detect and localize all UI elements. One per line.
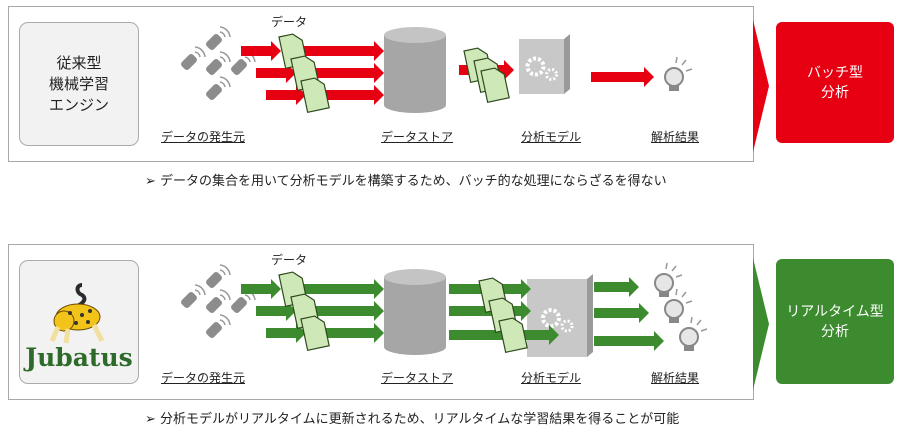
light-rays xyxy=(675,288,693,304)
realtime-analysis-box: リアルタイム型 分析 xyxy=(776,259,894,384)
wireless-signal-icon xyxy=(219,76,231,88)
lightbulb-icon xyxy=(664,67,684,87)
chevron-right-icon xyxy=(753,20,769,152)
wireless-signal-icon xyxy=(219,289,231,301)
data-store-label: データストア xyxy=(381,130,454,144)
wireless-signal-icon xyxy=(219,51,231,63)
data-store-label: データストア xyxy=(381,371,454,385)
gear-icon xyxy=(560,319,574,333)
data-document-icon xyxy=(480,67,510,104)
sensor-device-icon xyxy=(206,34,222,50)
data-document-icon xyxy=(300,315,330,352)
sensor-device-icon xyxy=(181,54,197,70)
arrow xyxy=(266,85,306,105)
sensor-device-icon xyxy=(206,84,222,100)
data-label: データ xyxy=(271,15,308,29)
lightbulb-base xyxy=(669,317,679,323)
jubatus-cheetah-logo xyxy=(49,282,105,343)
gear-icon xyxy=(541,308,561,328)
arrow xyxy=(241,41,281,61)
wireless-signal-icon xyxy=(194,46,206,58)
jubatus-logo-box: Jubatus xyxy=(19,260,139,384)
analysis-model-label: 分析モデル xyxy=(521,130,582,144)
realtime-caption: ➢ 分析モデルがリアルタイムに更新されるため、リアルタイムな学習結果を得ることが… xyxy=(145,412,680,427)
sensor-device-icon xyxy=(206,272,222,288)
wireless-signal-icon xyxy=(194,284,206,296)
lightbulb-base xyxy=(684,345,694,351)
lightbulb-base xyxy=(659,291,669,297)
wireless-signal-icon xyxy=(219,264,231,276)
arrow xyxy=(594,303,649,323)
data-store-cylinder xyxy=(384,35,446,105)
lightbulb-icon xyxy=(654,273,674,293)
cylinder-top xyxy=(384,269,446,285)
arrow xyxy=(309,63,384,83)
sensor-device-icon xyxy=(206,322,222,338)
cylinder-top xyxy=(384,27,446,43)
jubatus-logo-text: Jubatus xyxy=(25,342,133,372)
arrow xyxy=(319,85,384,105)
model-box-side xyxy=(564,34,570,94)
gear-icon xyxy=(545,68,558,81)
light-rays xyxy=(690,316,708,332)
data-label: データ xyxy=(271,253,308,267)
arrow xyxy=(594,277,639,297)
batch-analysis-box: バッチ型 分析 xyxy=(776,22,894,143)
arrow xyxy=(594,331,664,351)
sensor-device-icon xyxy=(206,59,222,75)
lightbulb-icon xyxy=(664,299,684,319)
cylinder-bottom xyxy=(384,97,446,113)
analysis-result-label: 解析結果 xyxy=(651,130,700,144)
batch-panel: 従来型 機械学習 エンジン データ データの発生元 データストア 分析モデル 解… xyxy=(8,6,754,162)
analysis-model-label: 分析モデル xyxy=(521,371,582,385)
sensor-device-icon xyxy=(206,297,222,313)
batch-caption: ➢ データの集合を用いて分析モデルを構築するため、バッチ的な処理にならざるを得な… xyxy=(145,174,667,189)
arrow xyxy=(309,301,384,321)
lightbulb-base xyxy=(669,85,679,91)
arrow xyxy=(241,279,281,299)
gear-icon xyxy=(525,56,546,77)
sensor-device-icon xyxy=(231,59,247,75)
data-source-label: データの発生元 xyxy=(161,130,246,144)
batch-flow-graphic xyxy=(181,26,693,114)
arrow xyxy=(319,323,384,343)
data-store-cylinder xyxy=(384,277,446,347)
wireless-signal-icon xyxy=(219,26,231,38)
arrow xyxy=(591,67,654,87)
data-document-icon xyxy=(300,77,330,114)
realtime-panel: Jubatus データ データの発生元 データストア 分析モデル 解析結果 xyxy=(8,244,754,400)
cylinder-bottom xyxy=(384,339,446,355)
conventional-engine-box: 従来型 機械学習 エンジン xyxy=(19,22,139,146)
lightbulb-icon xyxy=(679,327,699,347)
analysis-result-label: 解析結果 xyxy=(651,371,700,385)
model-box-side xyxy=(587,274,593,357)
wireless-signal-icon xyxy=(219,314,231,326)
light-rays xyxy=(675,56,693,72)
data-document-icon xyxy=(498,317,528,354)
chevron-right-icon xyxy=(753,258,769,390)
arrow xyxy=(294,279,384,299)
arrow xyxy=(266,323,306,343)
realtime-flow-graphic xyxy=(181,262,708,357)
sensor-device-icon xyxy=(231,297,247,313)
arrow xyxy=(294,41,384,61)
light-rays xyxy=(665,262,683,278)
sensor-device-icon xyxy=(181,292,197,308)
data-source-label: データの発生元 xyxy=(161,371,246,385)
